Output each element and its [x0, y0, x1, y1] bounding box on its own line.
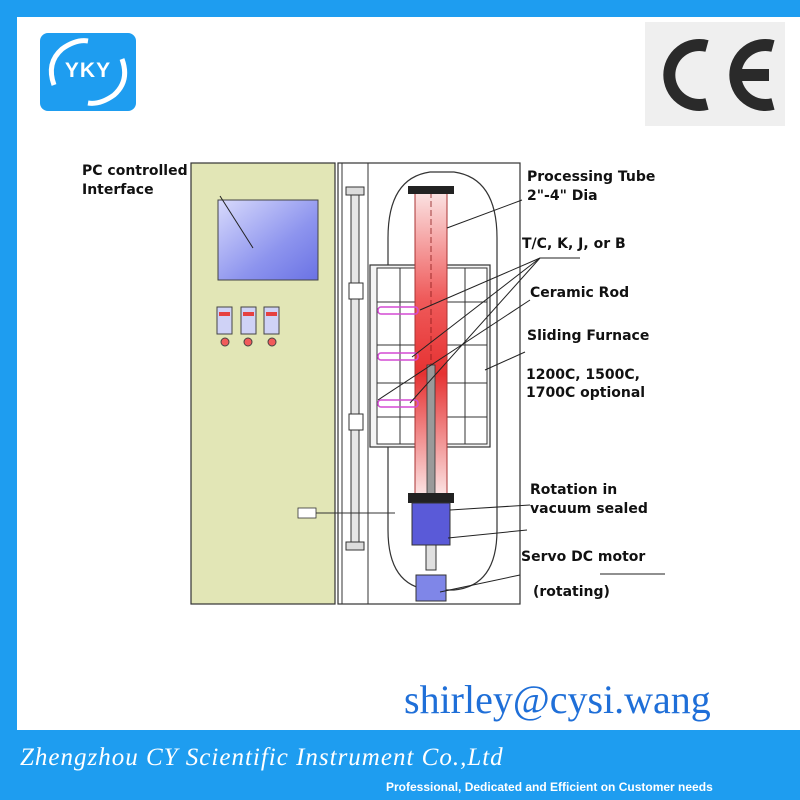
- control-meters: [216, 306, 280, 347]
- leader-lines: [219, 195, 665, 593]
- slide-rail: [345, 186, 365, 551]
- pc-screen: [217, 199, 319, 281]
- top-flange: [408, 186, 454, 194]
- servo-motor: [415, 574, 447, 602]
- label-temp-2: 1700C optional: [526, 385, 646, 401]
- company-logo: YKY: [40, 33, 136, 111]
- contact-email[interactable]: shirley@cysi.wang: [404, 677, 711, 722]
- label-pc-interface-1: PC controlled: [82, 163, 188, 179]
- label-pc-interface-2: Interface: [82, 182, 154, 198]
- label-furnace: Sliding Furnace: [527, 328, 650, 344]
- label-thermocouple: T/C, K, J, or B: [522, 236, 626, 252]
- label-rotation-1: Rotation in: [530, 482, 618, 498]
- logo-swirl-icon: [48, 38, 128, 106]
- label-ceramic-rod: Ceramic Rod: [530, 285, 630, 301]
- label-tube-1: Processing Tube: [527, 169, 656, 185]
- label-motor: Servo DC motor: [521, 549, 646, 565]
- thermocouples: [377, 306, 419, 408]
- bottom-flange: [408, 493, 454, 503]
- pressure-gauge: [297, 507, 317, 519]
- company-name: Zhengzhou CY Scientific Instrument Co.,L…: [20, 744, 504, 771]
- tube-outline: [387, 171, 498, 591]
- ceramic-rod: [426, 364, 436, 496]
- logo-text: YKY: [64, 59, 112, 82]
- label-motor-note: (rotating): [533, 584, 610, 600]
- label-rotation-2: vacuum sealed: [530, 501, 648, 517]
- ce-mark-icon: [663, 39, 775, 111]
- company-slogan: Professional, Dedicated and Efficient on…: [386, 780, 713, 794]
- rotation-seal: [411, 502, 451, 546]
- ce-mark: [645, 22, 785, 126]
- label-tube-2: 2"-4" Dia: [527, 188, 598, 204]
- label-temp-1: 1200C, 1500C,: [526, 367, 640, 383]
